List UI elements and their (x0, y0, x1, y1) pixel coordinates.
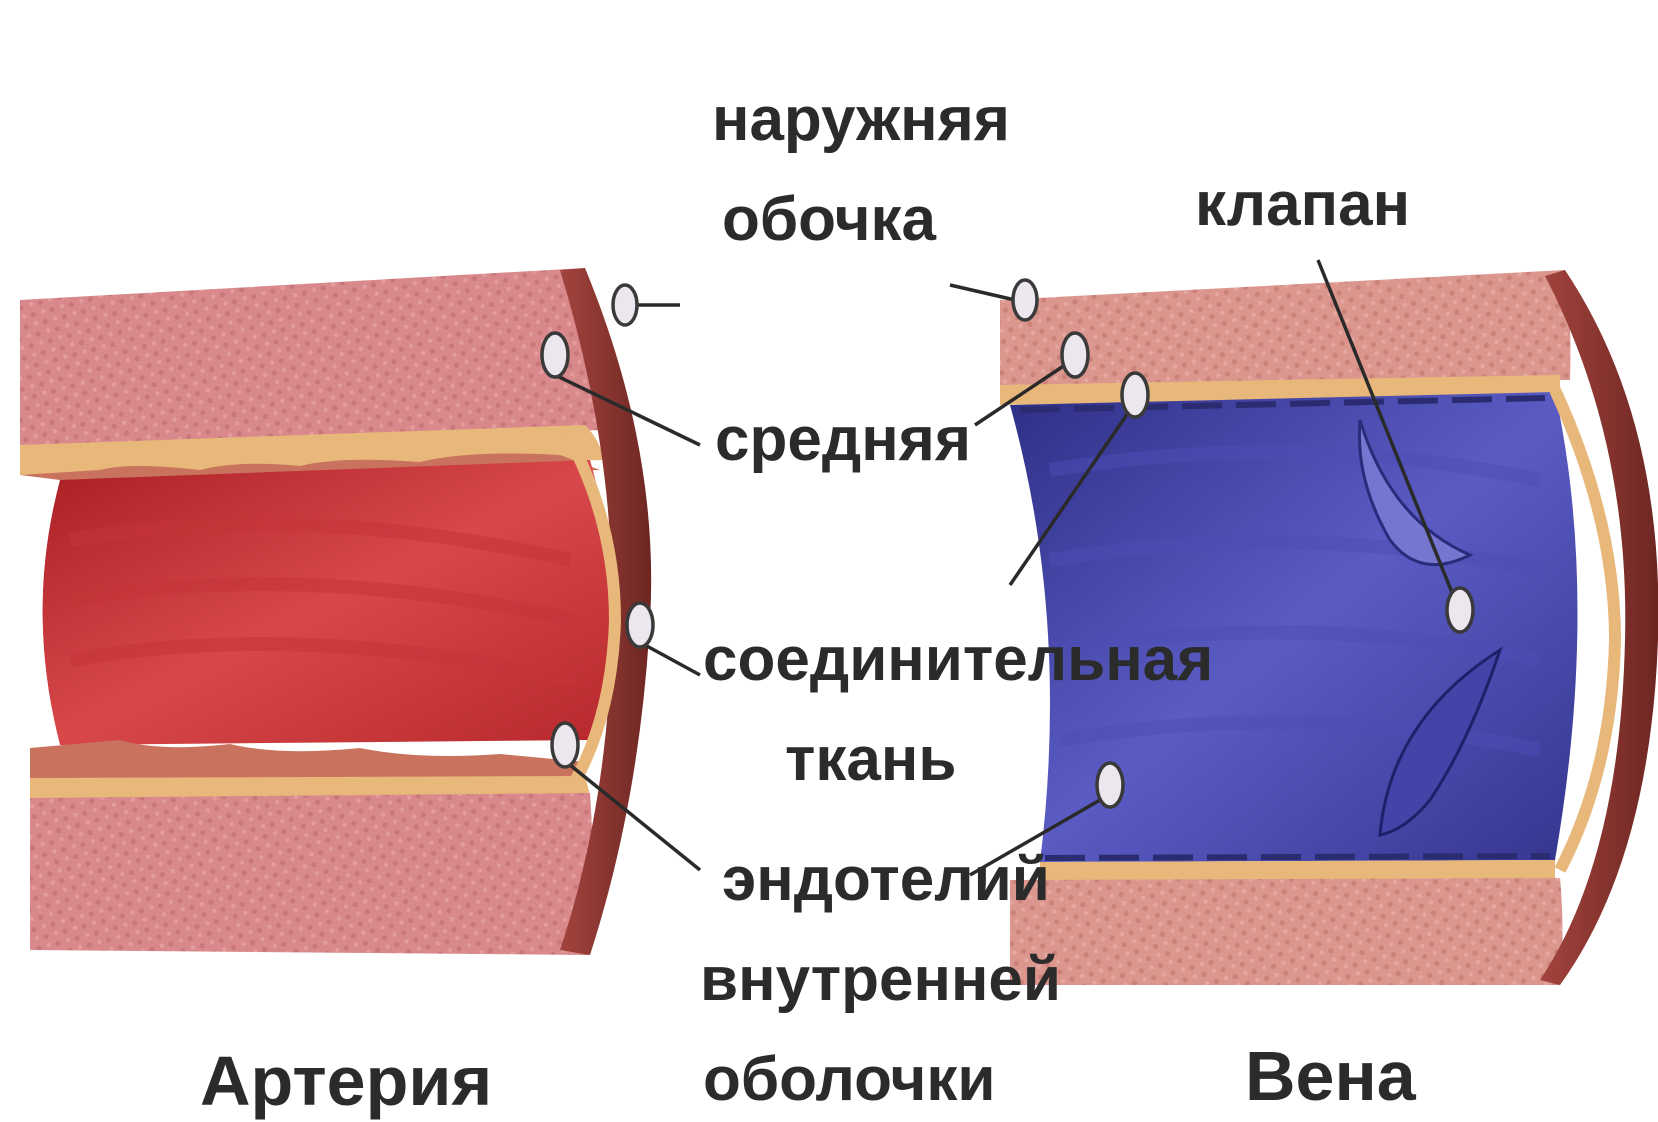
label-middle: средняя (715, 405, 971, 474)
label-valve: клапан (1195, 170, 1410, 239)
vein-outer-marker (1013, 280, 1037, 320)
label-outer-line2: обочка (722, 185, 937, 254)
vein-endothelium-marker (1097, 763, 1123, 807)
artery-upper-wall (20, 268, 606, 445)
vein-lower-wall (1010, 878, 1563, 985)
artery-connective-marker (627, 603, 653, 647)
vein-valve-marker (1447, 588, 1473, 632)
caption-vein: Вена (1245, 1037, 1417, 1115)
label-endothelium-line2: внутренней (700, 945, 1061, 1014)
vein-connective-marker (1122, 373, 1148, 417)
artery-lower-wall (30, 793, 593, 955)
vein-middle-marker (1062, 333, 1088, 377)
label-endothelium-line1: эндотелий (722, 845, 1050, 914)
artery-lumen (43, 460, 611, 745)
artery-outer-marker (613, 285, 637, 325)
label-endothelium-line3: оболочки (703, 1045, 996, 1114)
artery-endothelium-marker (552, 723, 578, 767)
label-outer-line1: наружняя (712, 85, 1010, 154)
caption-artery: Артерия (200, 1042, 492, 1120)
label-connective-line1: соединительная (703, 625, 1213, 694)
artery-endothelium-lower (30, 740, 585, 780)
label-connective-line2: ткань (785, 725, 956, 794)
artery-middle-marker (542, 333, 568, 377)
